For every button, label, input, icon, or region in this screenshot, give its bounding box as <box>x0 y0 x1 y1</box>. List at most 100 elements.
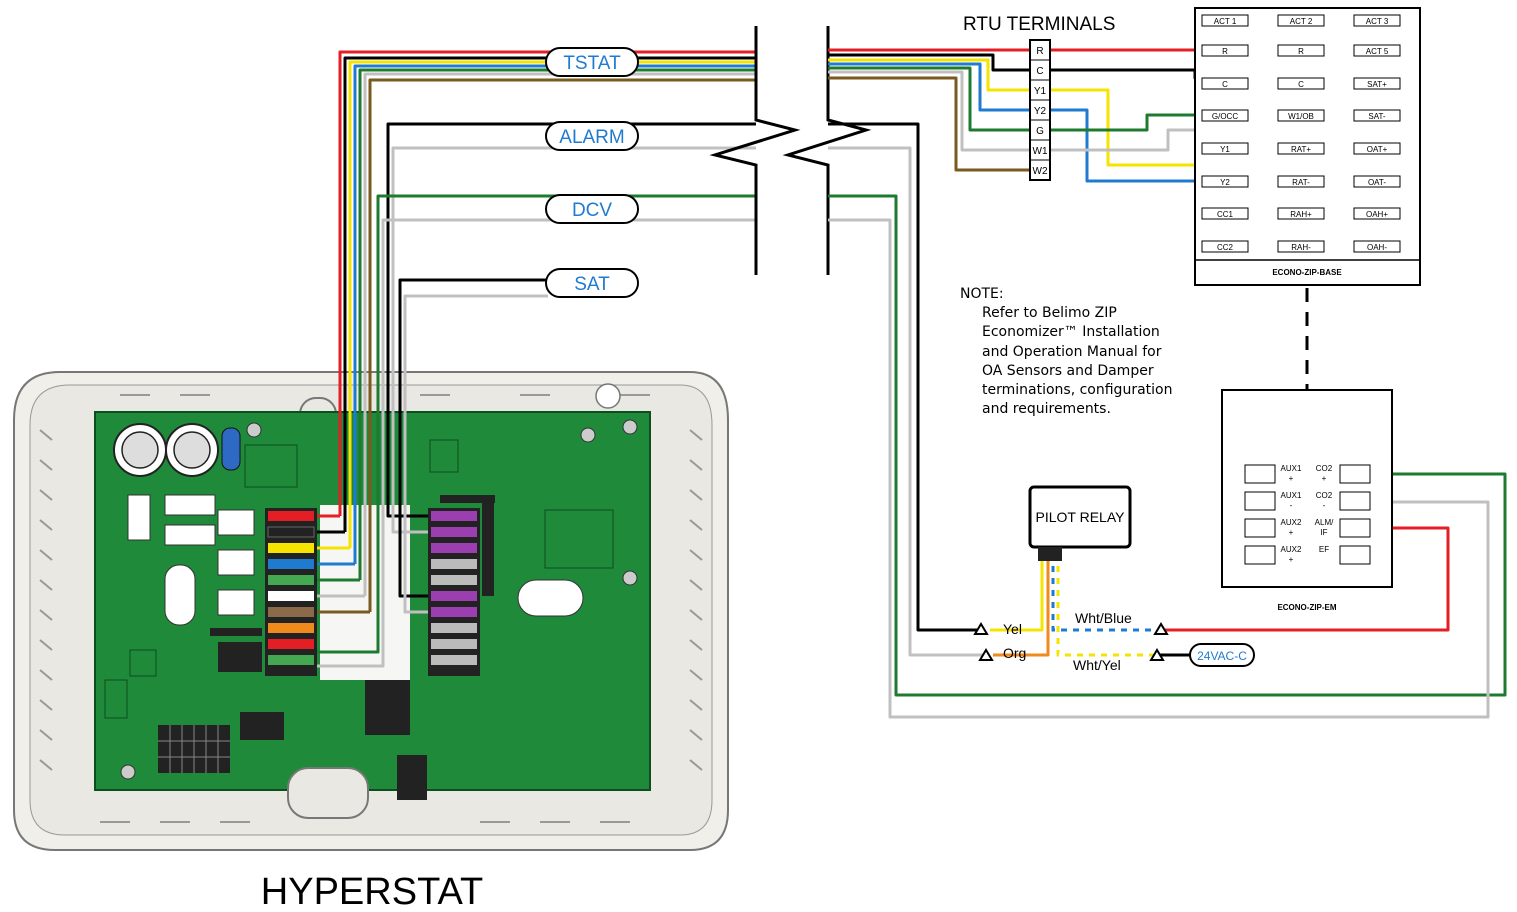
note-line: terminations, configuration <box>982 382 1172 398</box>
base-terminal-label: ACT 2 <box>1290 17 1313 26</box>
vent-slots-left <box>39 429 53 771</box>
base-terminal-box <box>1277 14 1325 27</box>
svg-text:SAT: SAT <box>574 274 610 295</box>
em-label-right: CO2 <box>1316 491 1333 500</box>
base-terminal-box <box>1353 109 1401 122</box>
ic-chip-1 <box>218 642 262 672</box>
base-terminal-box <box>1277 142 1325 155</box>
base-terminal-label: RAT- <box>1292 178 1310 187</box>
em-terminal-left <box>1244 545 1276 565</box>
crystal <box>221 427 241 471</box>
em-terminal-right <box>1339 545 1371 565</box>
base-terminal-box <box>1201 240 1249 253</box>
note-line: and Operation Manual for <box>982 344 1162 360</box>
base-terminal-label: SAT- <box>1368 112 1386 121</box>
base-terminal-label: C <box>1298 80 1304 89</box>
terminal-block-right <box>428 500 494 676</box>
em-label-right: - <box>1323 501 1326 510</box>
base-terminal-box <box>1201 14 1249 27</box>
em-terminal-right <box>1339 518 1371 538</box>
base-terminal-label: RAH+ <box>1290 210 1312 219</box>
base-terminal-box <box>1277 175 1325 188</box>
em-label-left: + <box>1289 528 1294 537</box>
base-terminal-label: RAT+ <box>1291 145 1311 154</box>
em-label-left: + <box>1289 555 1294 564</box>
base-terminal-label: OAT+ <box>1367 145 1388 154</box>
base-terminal-label: CC2 <box>1217 243 1234 252</box>
rtu-terminal-strip: R C Y1 Y2 G W1 W2 <box>1029 39 1051 181</box>
lp-connector <box>365 680 410 735</box>
wire-label-org: Org <box>1003 645 1026 661</box>
rtu-terminal-w2: W2 <box>1033 166 1048 177</box>
ic-chip-2 <box>240 712 284 740</box>
base-terminal-label: SAT+ <box>1367 80 1387 89</box>
econo-em-title: ECONO-ZIP-EM <box>1277 603 1336 612</box>
screw-hole <box>595 383 621 409</box>
base-terminal-box <box>1201 44 1249 57</box>
base-terminal-box <box>1201 142 1249 155</box>
base-terminal-label: OAT- <box>1368 178 1386 187</box>
label-dcv: DCV <box>545 194 639 224</box>
base-terminal-box <box>1353 240 1401 253</box>
label-alarm: ALARM <box>545 121 639 151</box>
base-terminal-label: ACT 5 <box>1366 47 1389 56</box>
base-terminal-box <box>1353 14 1401 27</box>
hyperstat-device <box>13 371 729 851</box>
mount-slot-right <box>517 579 584 617</box>
em-terminal-left <box>1244 491 1276 511</box>
pilot-relay: PILOT RELAY Yel Org Wht/Blue Wht/Yel 24V… <box>1003 485 1255 673</box>
svg-text:TSTAT: TSTAT <box>563 53 621 74</box>
relay-1 <box>127 494 151 541</box>
note-line: OA Sensors and Damper <box>982 363 1154 379</box>
rtu-terminal-r: R <box>1036 46 1043 57</box>
base-terminal-box <box>1353 142 1401 155</box>
em-label-right: IF <box>1320 528 1327 537</box>
em-label-right: ALM/ <box>1315 518 1334 527</box>
base-terminal-label: Y2 <box>1220 178 1230 187</box>
mount-slot-left <box>164 564 196 626</box>
base-terminal-box <box>1353 175 1401 188</box>
base-terminal-box <box>1277 77 1325 90</box>
tstat-bundle-right <box>828 48 1032 172</box>
note-heading: NOTE: <box>960 286 1004 302</box>
base-terminal-label: Y1 <box>1220 145 1230 154</box>
base-terminal-label: RAH- <box>1291 243 1311 252</box>
em-label-left: + <box>1289 474 1294 483</box>
base-terminal-label: C <box>1222 80 1228 89</box>
mount-slot-bottom <box>287 767 369 819</box>
base-terminal-label: OAH- <box>1367 243 1387 252</box>
note-line: and requirements. <box>982 401 1111 417</box>
em-terminal-left <box>1244 464 1276 484</box>
base-terminal-label: W1/OB <box>1288 112 1314 121</box>
rtu-terminal-y1: Y1 <box>1034 86 1047 97</box>
base-terminal-box <box>1353 77 1401 90</box>
em-label-right: CO2 <box>1316 464 1333 473</box>
base-terminal-box <box>1277 109 1325 122</box>
em-terminal-left <box>1244 518 1276 538</box>
vent-slots-right <box>689 429 703 771</box>
base-terminal-box <box>1201 109 1249 122</box>
label-sat: SAT <box>545 268 639 298</box>
rtu-terminal-w1: W1 <box>1033 146 1048 157</box>
rtu-terminal-y2: Y2 <box>1034 106 1047 117</box>
pilot-relay-wires <box>990 560 1192 657</box>
base-terminal-box <box>1277 44 1325 57</box>
aux-wires-right <box>828 122 1507 719</box>
em-terminal-right <box>1339 491 1371 511</box>
wire-label-wht-yel: Wht/Yel <box>1073 657 1121 673</box>
pcb-hole <box>580 427 596 443</box>
pilot-relay-title: PILOT RELAY <box>1036 509 1126 525</box>
base-terminal-box <box>1201 77 1249 90</box>
base-terminal-box <box>1201 175 1249 188</box>
em-label-right: + <box>1322 474 1327 483</box>
rtu-title: RTU TERMINALS <box>963 14 1115 35</box>
svg-text:ALARM: ALARM <box>559 127 624 148</box>
base-terminal-label: R <box>1222 47 1228 56</box>
em-label-left: AUX1 <box>1281 464 1302 473</box>
econo-base-title: ECONO-ZIP-BASE <box>1272 268 1342 277</box>
break-symbol <box>709 26 872 275</box>
note-block: NOTE: Refer to Belimo ZIP Economizer™ In… <box>960 286 1172 417</box>
note-line: Refer to Belimo ZIP <box>982 305 1117 321</box>
base-terminal-box <box>1201 207 1249 220</box>
